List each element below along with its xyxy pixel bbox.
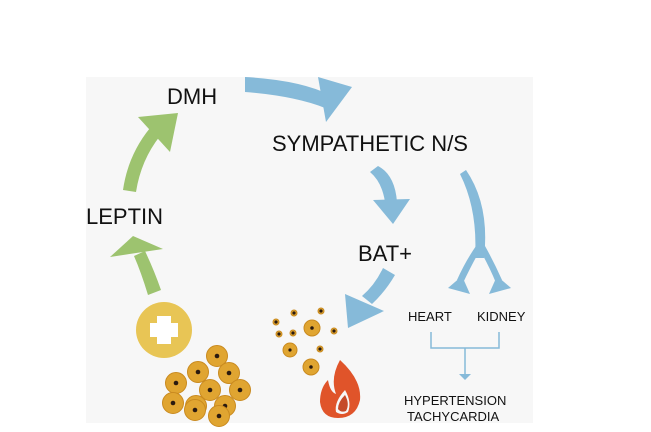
fat-droplet — [302, 358, 320, 376]
fat-cell — [187, 361, 209, 383]
green-arrow-cells-to-leptin — [110, 236, 163, 295]
fat-cell — [162, 392, 184, 414]
blue-arrow-sympathetic-to-heart-kidney — [448, 170, 511, 294]
fat-cell — [218, 362, 240, 384]
plus-badge-icon — [136, 302, 192, 358]
fat-droplet-small — [316, 345, 324, 353]
node-kidney: KIDNEY — [477, 309, 526, 324]
blue-arrow-bat-to-droplets — [345, 268, 395, 328]
fat-droplet-small — [317, 307, 325, 315]
fat-droplet — [303, 319, 321, 337]
fat-droplet-small — [289, 329, 297, 337]
fat-cell — [165, 372, 187, 394]
fat-cells-icon — [162, 345, 251, 427]
blue-arrow-dmh-to-sympathetic — [245, 77, 352, 122]
fat-droplets-icon — [272, 307, 338, 376]
outcome-tachycardia: TACHYCARDIA — [407, 409, 500, 424]
fat-cell — [208, 405, 230, 427]
node-heart: HEART — [408, 309, 452, 324]
node-sympathetic-ns: SYMPATHETIC N/S — [272, 131, 468, 156]
down-arrowhead-icon — [459, 374, 471, 380]
fat-droplet-small — [330, 327, 338, 335]
fat-cell — [184, 399, 206, 421]
node-bat: BAT+ — [358, 241, 413, 266]
fat-droplet-small — [290, 309, 298, 317]
green-arrow-leptin-to-dmh — [123, 113, 178, 192]
fat-droplet-small — [275, 330, 283, 338]
node-leptin: LEPTIN — [86, 204, 164, 229]
bracket-connector — [430, 332, 500, 376]
fat-cell — [206, 345, 228, 367]
fat-droplet-small — [272, 318, 280, 326]
fat-droplet — [282, 342, 298, 358]
node-dmh: DMH — [167, 84, 218, 109]
flame-icon — [320, 360, 361, 418]
fat-cell — [229, 379, 251, 401]
blue-arrow-sympathetic-to-bat — [370, 166, 410, 224]
fat-cell — [199, 379, 221, 401]
outcome-hypertension: HYPERTENSION — [404, 393, 507, 408]
